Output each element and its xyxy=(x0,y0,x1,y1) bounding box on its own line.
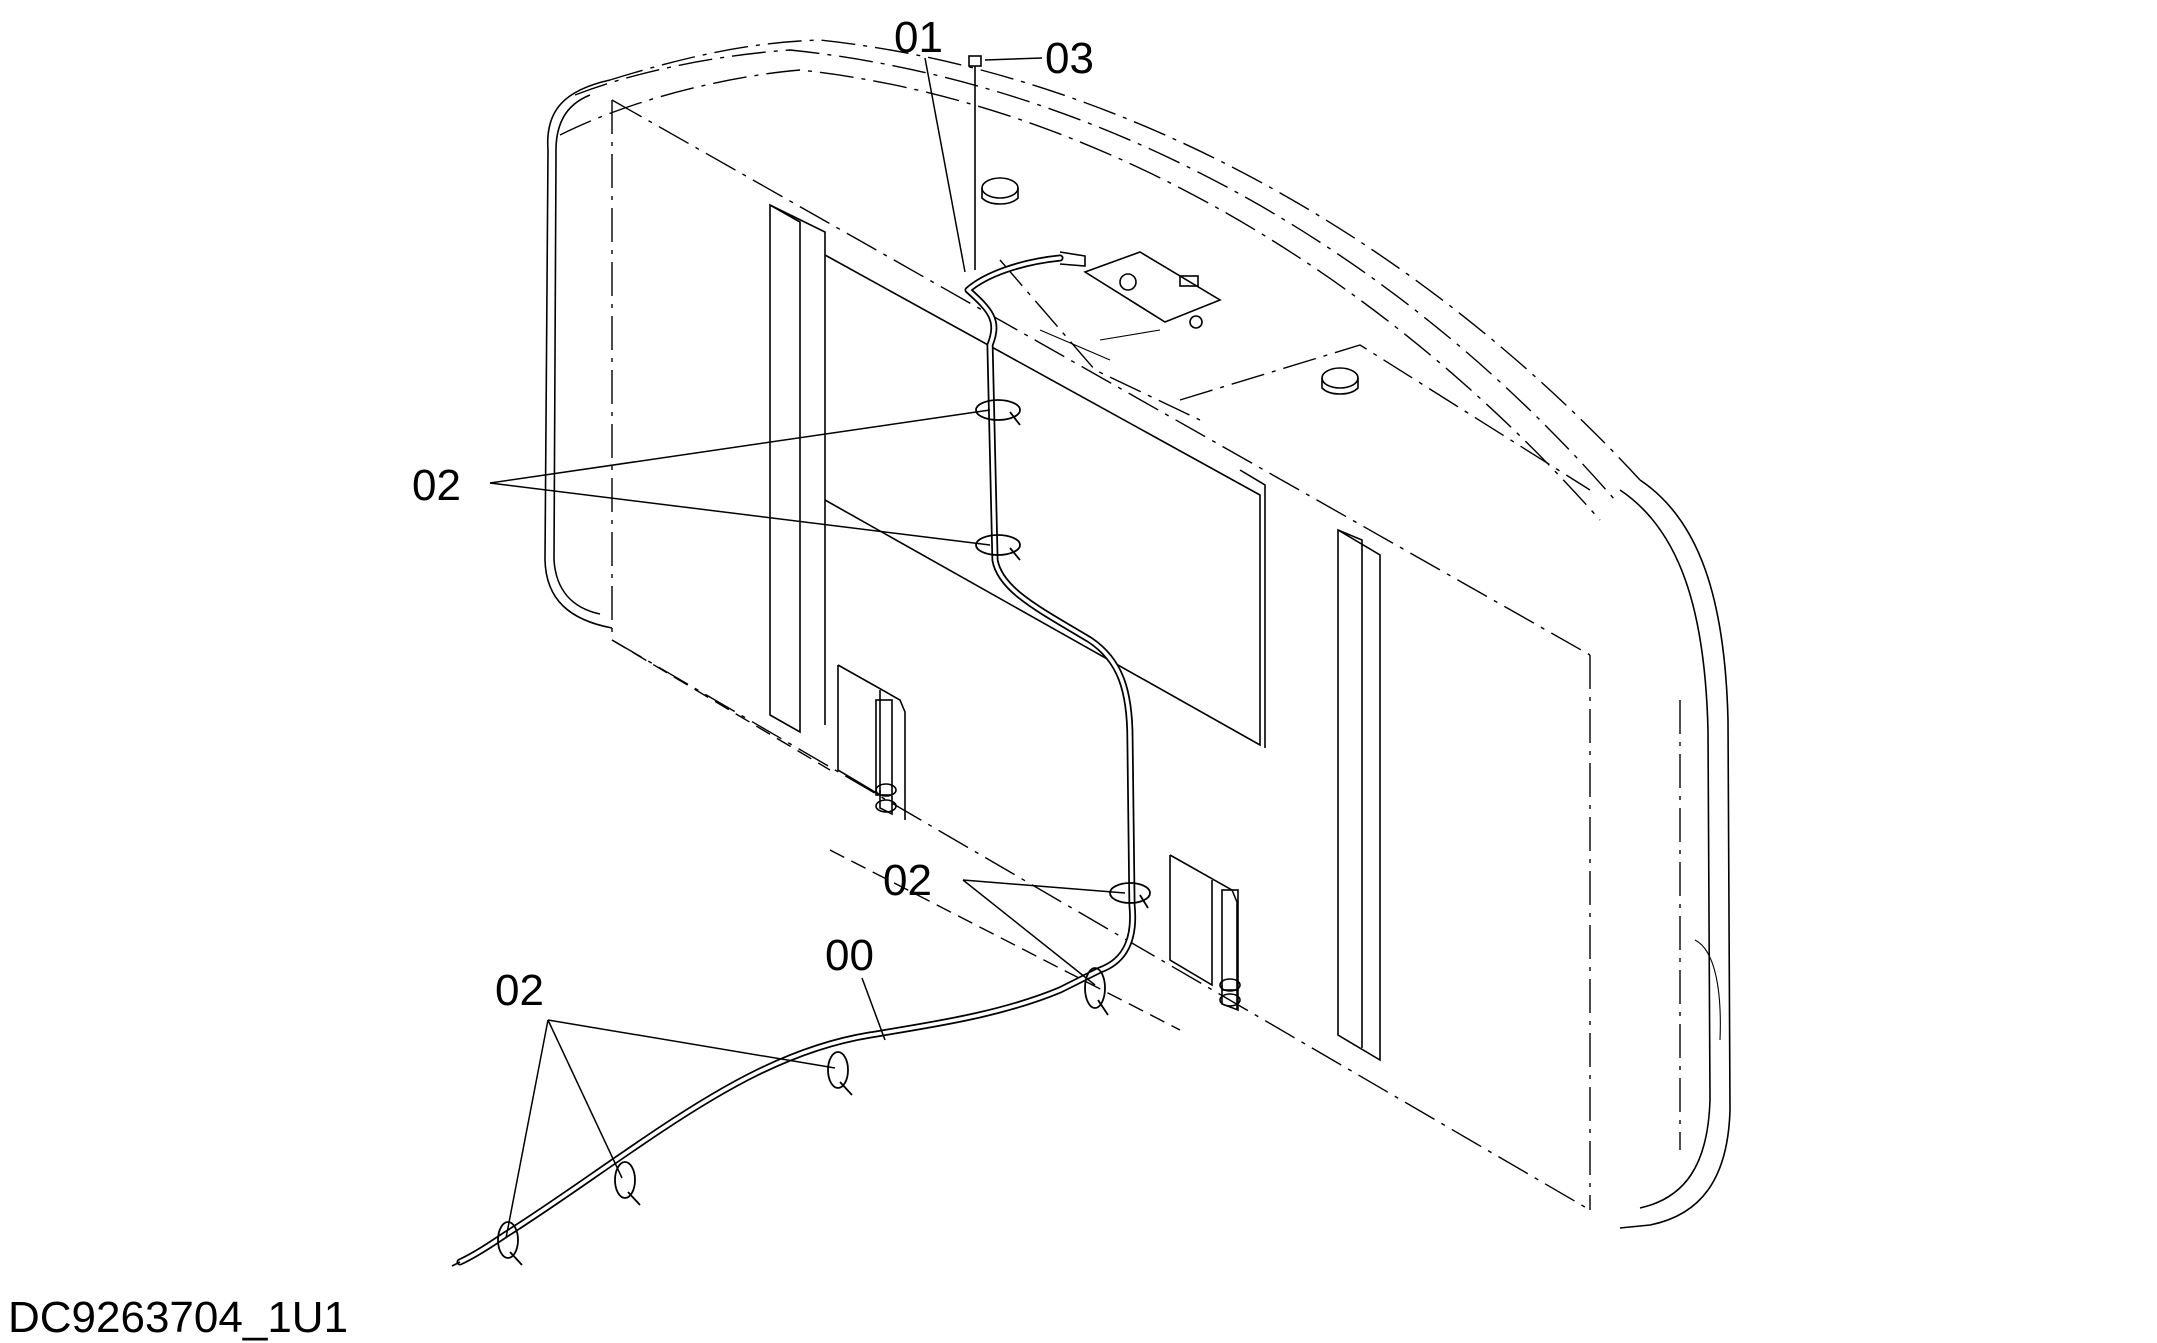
back-plate xyxy=(611,99,1591,1211)
cable-clip xyxy=(975,399,1021,426)
cable-clip xyxy=(975,534,1021,561)
cable-clip xyxy=(614,1161,641,1206)
rib-left xyxy=(769,203,826,734)
callout-02-middle: 02 xyxy=(883,856,932,905)
callout-00: 00 xyxy=(825,931,874,980)
leader-lines xyxy=(489,57,1126,1239)
bracket-left xyxy=(837,664,906,820)
screw-03 xyxy=(968,55,982,270)
callout-02-upper: 02 xyxy=(412,461,461,510)
rib-right xyxy=(1337,528,1381,1062)
panel-outline xyxy=(544,39,1731,1229)
cable-clip xyxy=(1084,967,1109,1016)
callout-01: 01 xyxy=(894,13,943,62)
cable-clip xyxy=(827,1051,853,1096)
drawing-id: DC9263704_1U1 xyxy=(8,1293,348,1342)
rubber-stopper-right xyxy=(1321,367,1359,395)
cable-clip xyxy=(497,1221,523,1266)
callout-02-lower: 02 xyxy=(495,966,544,1015)
callout-03: 03 xyxy=(1045,34,1094,83)
rubber-stopper-left xyxy=(981,177,1019,205)
rib-center-plate xyxy=(824,254,1266,748)
cable-clip xyxy=(1109,882,1151,909)
bracket-right xyxy=(1169,854,1241,1012)
mounting-plate xyxy=(1039,251,1222,361)
